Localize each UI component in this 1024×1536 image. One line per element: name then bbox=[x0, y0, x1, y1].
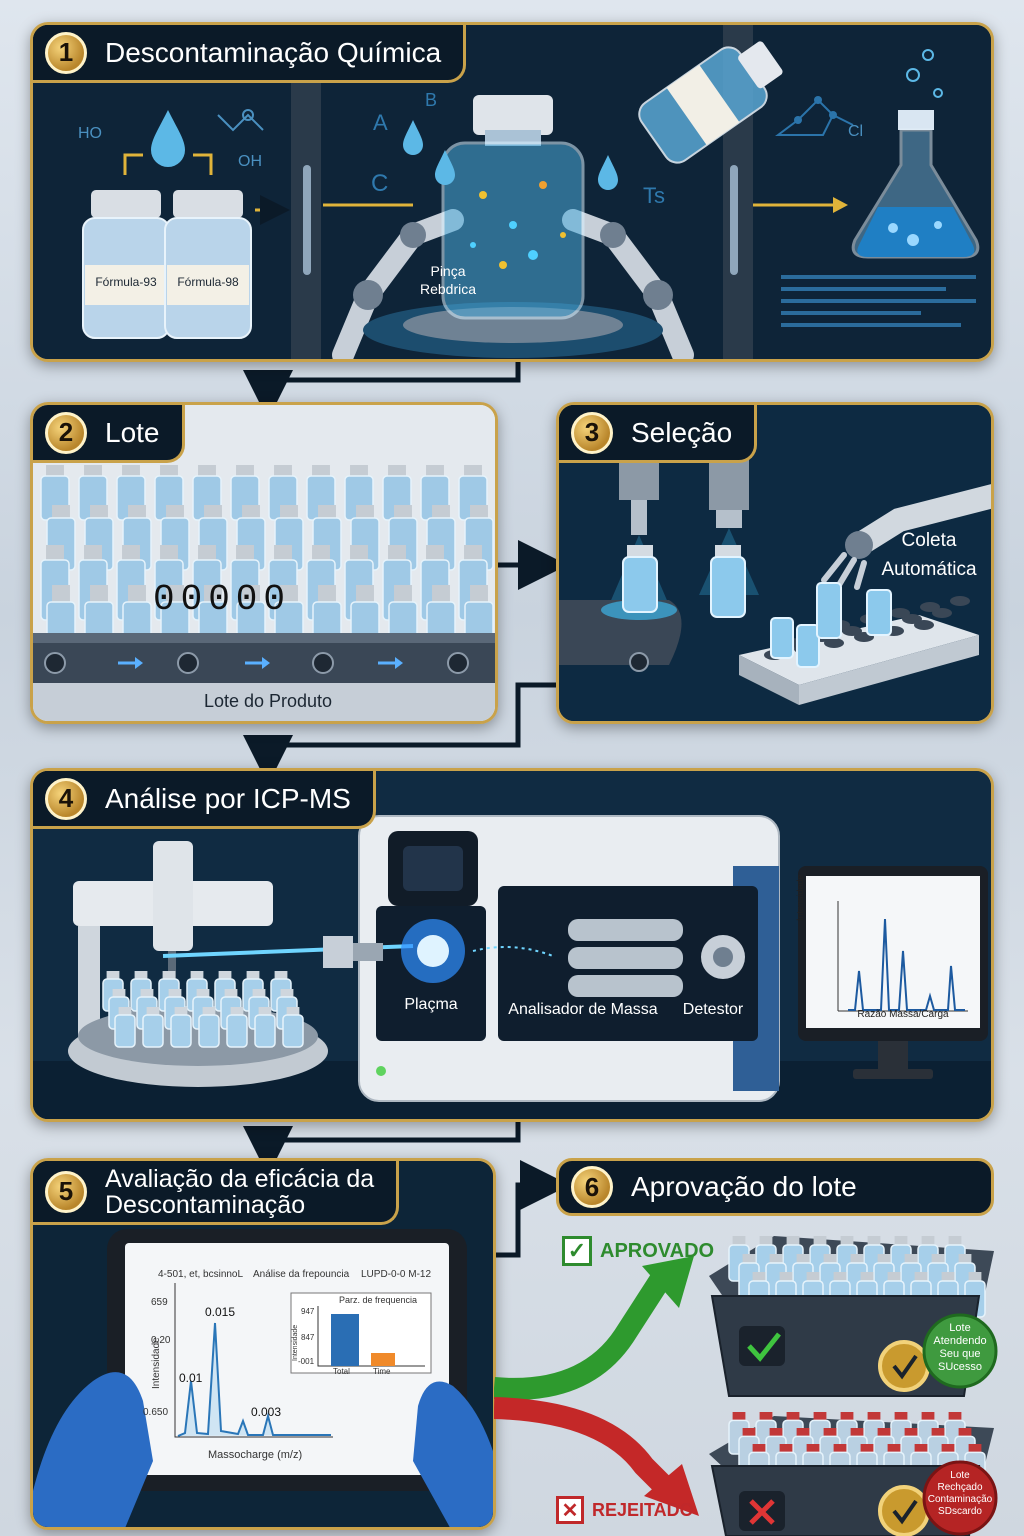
gripper-label-line2: Rebdrica bbox=[419, 281, 477, 297]
rejected-badge: ✕ REJEITADO bbox=[556, 1496, 694, 1524]
inset-tick-2: 847 bbox=[301, 1333, 315, 1342]
step2-header: 2 Lote bbox=[33, 405, 185, 463]
step2-title: Lote bbox=[105, 416, 160, 448]
rack-hole bbox=[920, 602, 940, 612]
letter-c: C bbox=[371, 170, 389, 197]
inset-tick-3: -001 bbox=[298, 1357, 315, 1366]
step2-number: 2 bbox=[45, 411, 87, 454]
monitor-y-label: Intensidade bbox=[795, 874, 805, 921]
collection-label-line1: Coleta bbox=[901, 530, 957, 551]
step4-illustration bbox=[33, 771, 991, 1119]
sample-vial bbox=[254, 1007, 276, 1048]
step5-title-line1: Avaliação da eficácia da bbox=[105, 1164, 375, 1193]
formula-98-label: Fórmula-98 bbox=[177, 275, 239, 289]
inset-y-label: Intensidade bbox=[292, 1324, 299, 1361]
step4-number: 4 bbox=[45, 777, 87, 820]
step2-illustration bbox=[33, 405, 495, 721]
step1-header: 1 Descontaminação Química bbox=[33, 25, 467, 83]
green-seal-text: Lote Atendendo Seu que SUcesso bbox=[933, 1322, 987, 1373]
tablet-header-mid: Análise da frepouncia bbox=[253, 1269, 350, 1280]
batch-caption: Lote do Produto bbox=[203, 691, 333, 711]
y-tick-3: 0.650 bbox=[143, 1407, 169, 1418]
gripper-label-line1: Pinça bbox=[430, 263, 466, 279]
step1-panel: Fórmula-93 Fórmula-98 Pinça Rebdrica HO … bbox=[30, 22, 994, 362]
step3-illustration bbox=[559, 405, 991, 721]
step5-header: 5 Avaliação da eficácia da Descontaminaç… bbox=[33, 1161, 400, 1225]
rack-hole bbox=[890, 608, 910, 618]
inset-bar-time-label: Time bbox=[373, 1367, 391, 1376]
approved-badge: ✓ APROVADO bbox=[562, 1236, 714, 1266]
inset-title: Parz. de frequencia bbox=[339, 1295, 418, 1305]
inset-tick-1: 947 bbox=[301, 1307, 315, 1316]
inset-bar-total-label: Total bbox=[333, 1367, 350, 1376]
tablet-x-label: Massocharge (m/z) bbox=[208, 1449, 303, 1461]
sample-vial bbox=[226, 1007, 248, 1048]
formula-93-label: Fórmula-93 bbox=[95, 275, 157, 289]
batch-code: 00000 bbox=[153, 579, 292, 620]
step6-title: Aprovação do lote bbox=[631, 1171, 857, 1202]
rejected-x-icon: ✕ bbox=[556, 1496, 584, 1524]
step1-number: 1 bbox=[45, 31, 87, 74]
step4-header: 4 Análise por ICP-MS bbox=[33, 771, 376, 829]
inset-bar-time bbox=[371, 1353, 395, 1366]
peak-label-2: 0.01 bbox=[179, 1371, 203, 1385]
red-seal-text: Lote Rechçado Contaminação SDscardo bbox=[927, 1470, 993, 1517]
peak-label-3: 0.003 bbox=[251, 1405, 282, 1419]
step3-panel: Coleta Automática 3 Seleção bbox=[556, 402, 994, 724]
plasma-label: Plaçma bbox=[404, 996, 458, 1013]
step3-title: Seleção bbox=[631, 416, 733, 448]
sample-vial bbox=[142, 1007, 164, 1048]
central-vial bbox=[441, 95, 585, 320]
letter-ts: Ts bbox=[643, 183, 665, 208]
sample-vial bbox=[282, 1007, 304, 1048]
formula-93-vial bbox=[82, 190, 170, 339]
monitor-x-label: Razão Massa/Carga bbox=[857, 1009, 949, 1020]
peak-label-1: 0.015 bbox=[205, 1305, 236, 1319]
step6-illustration bbox=[494, 1236, 998, 1536]
inset-bar-total bbox=[331, 1314, 359, 1366]
collection-label-line2: Automática bbox=[881, 559, 977, 580]
y-tick-2: 0.20 bbox=[151, 1335, 171, 1346]
molecule-cl: Cl bbox=[848, 123, 864, 140]
approved-label: APROVADO bbox=[600, 1239, 715, 1262]
step3-header: 3 Seleção bbox=[559, 405, 758, 463]
rack-hole bbox=[950, 596, 970, 606]
step6-number: 6 bbox=[571, 1166, 613, 1208]
molecule-ho: HO bbox=[78, 125, 102, 142]
step6-header: 6 Aprovação do lote bbox=[556, 1158, 994, 1216]
tablet-header-right: LUPD-0-0 M-12 bbox=[361, 1269, 432, 1280]
step3-number: 3 bbox=[571, 411, 613, 454]
step4-panel: Plaçma Analisador de Massa Detestor Inte… bbox=[30, 768, 994, 1122]
step5-title-line2: Descontaminação bbox=[105, 1190, 306, 1219]
sample-vial bbox=[114, 1007, 136, 1048]
step5-number: 5 bbox=[45, 1170, 87, 1213]
step4-title: Análise por ICP-MS bbox=[105, 782, 351, 814]
step2-panel: 00000 Lote do Produto 2 Lote bbox=[30, 402, 498, 724]
sample-vial bbox=[198, 1007, 220, 1048]
tablet-header-left: 4-501, et, bcsinnoL bbox=[158, 1269, 244, 1280]
letter-a: A bbox=[373, 110, 388, 135]
mass-analyzer-label: Analisador de Massa bbox=[508, 1001, 658, 1018]
formula-98-vial bbox=[164, 190, 252, 339]
step5-panel: 4-501, et, bcsinnoL Análise da frepounci… bbox=[30, 1158, 496, 1530]
sample-vial bbox=[170, 1007, 192, 1048]
monitor-spectrum bbox=[837, 901, 968, 1012]
step1-title: Descontaminação Química bbox=[105, 36, 442, 68]
rejected-label: REJEITADO bbox=[592, 1499, 694, 1520]
molecule-oh: OH bbox=[238, 153, 262, 170]
y-tick-1: 659 bbox=[151, 1297, 168, 1308]
approved-check-icon: ✓ bbox=[562, 1236, 592, 1266]
flask bbox=[851, 110, 980, 259]
letter-b: B bbox=[425, 90, 438, 110]
detector-label: Detestor bbox=[682, 1001, 744, 1018]
